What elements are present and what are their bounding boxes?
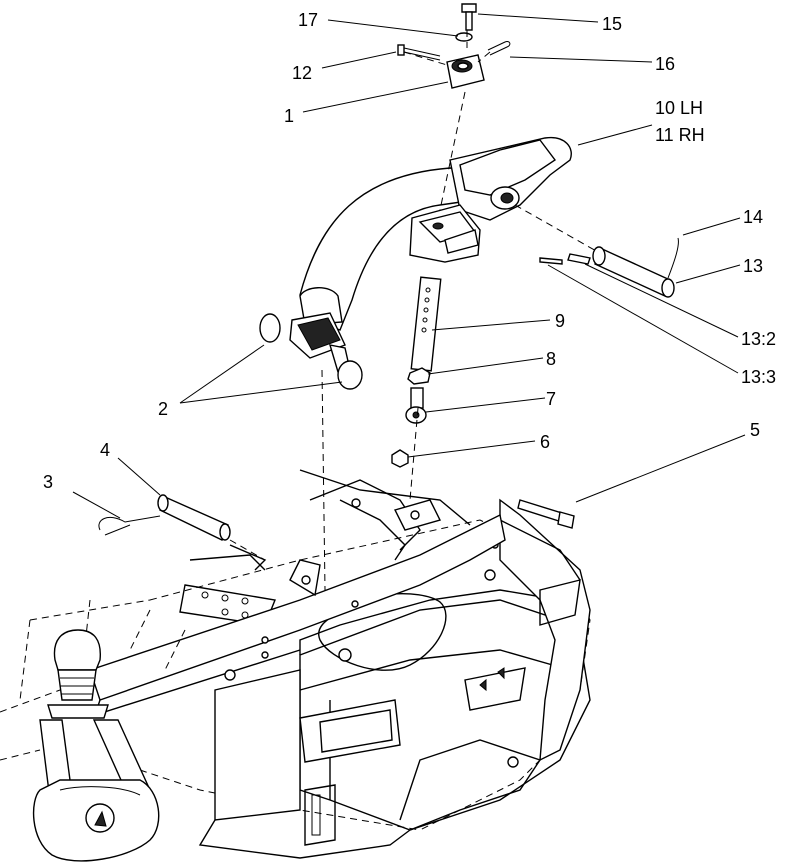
callout-10: 10 LH — [655, 98, 703, 118]
callout-13: 13 — [743, 256, 763, 276]
alignment-lines — [229, 30, 599, 591]
callout-17: 17 — [298, 10, 318, 30]
callout-5: 5 — [750, 420, 760, 440]
part-4-pin — [157, 494, 231, 541]
part-17-washer — [455, 32, 473, 42]
part-13-3-pin — [539, 257, 563, 265]
part-2-washer-right — [337, 360, 363, 390]
callout-4: 4 — [100, 440, 110, 460]
callout-15: 15 — [602, 14, 622, 34]
mower-deck — [0, 469, 591, 859]
callout-6: 6 — [540, 432, 550, 452]
part-7-clevis — [405, 387, 427, 424]
callout-1: 1 — [284, 106, 294, 126]
caster-wheel-assembly — [32, 629, 160, 862]
part-15-bolt — [461, 3, 477, 31]
callout-2: 2 — [158, 399, 168, 419]
part-9-adjustment-rod — [410, 276, 442, 372]
part-1-pivot-block — [446, 54, 485, 89]
callout-14: 14 — [743, 207, 763, 227]
callout-8: 8 — [546, 349, 556, 369]
callout-3: 3 — [43, 472, 53, 492]
part-2-washer-left — [259, 313, 281, 343]
callout-11: 11 RH — [655, 125, 705, 145]
callout-12: 12 — [292, 63, 312, 83]
callout-9: 9 — [555, 311, 565, 331]
callout-16: 16 — [655, 54, 675, 74]
part-8-nut — [407, 367, 431, 385]
part-3-hairpin — [98, 515, 161, 536]
callout-13-2: 13:2 — [741, 329, 776, 349]
part-16-cotter-pin — [487, 41, 511, 56]
part-5-bolt — [517, 499, 575, 529]
callout-13-3: 13:3 — [741, 367, 776, 387]
part-13-pin-assembly — [592, 237, 679, 298]
callout-leader-lines — [72, 13, 746, 519]
part-12-pin — [397, 44, 441, 61]
callout-labels: 17 15 12 16 1 10 LH 11 RH 14 13 13:2 13:… — [43, 10, 776, 492]
part-6-nut — [391, 449, 409, 468]
callout-7: 7 — [546, 389, 556, 409]
part-13-2-spring — [567, 253, 591, 265]
